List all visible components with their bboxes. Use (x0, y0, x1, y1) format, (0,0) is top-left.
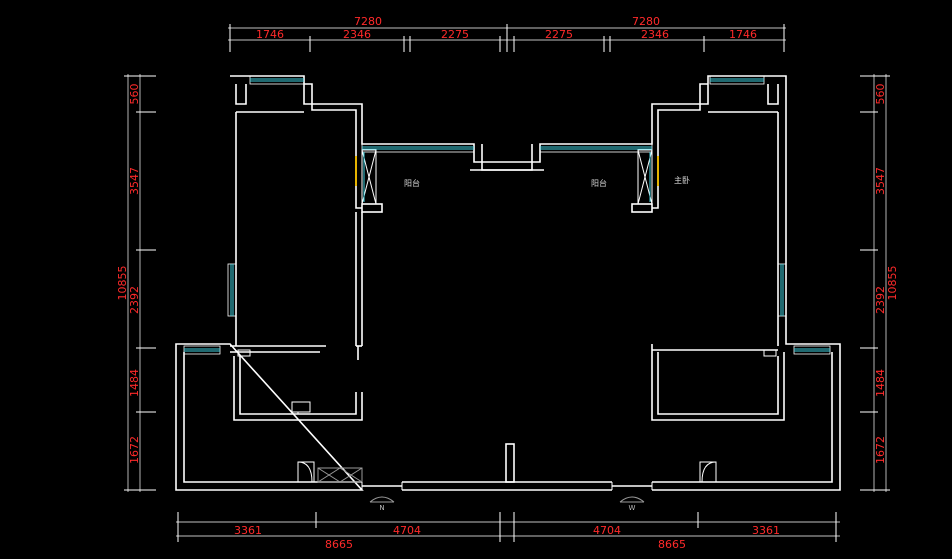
right-segment-2: 3547 (874, 167, 887, 195)
bottom-left-cabinet (317, 467, 363, 483)
top-dimension-chain: 7280 7280 1746 2346 2275 2275 2346 1746 (228, 15, 786, 52)
window-balcony-right (539, 143, 653, 153)
bottom-segment-1: 3361 (234, 524, 262, 537)
left-dimension-chain: 10855 560 3547 2392 1484 1672 (116, 74, 156, 492)
bottom-left-door (297, 461, 315, 483)
bottom-segment-4: 3361 (752, 524, 780, 537)
room-label-balcony-left: 阳台 (404, 178, 420, 188)
window-top-left (249, 75, 305, 85)
top-segment-6: 1746 (729, 28, 757, 41)
bottom-right-door (699, 461, 717, 483)
right-dimension-chain: 10855 560 3547 2392 1484 1672 (860, 74, 899, 492)
left-lower-room (230, 345, 363, 421)
center-column (505, 443, 515, 483)
top-segment-2: 2346 (343, 28, 371, 41)
right-overall: 10855 (886, 266, 899, 301)
right-segment-5: 1672 (874, 436, 887, 464)
entrance-symbol-right: W (629, 504, 636, 512)
window-top-right (709, 75, 765, 85)
top-segment-4: 2275 (545, 28, 573, 41)
left-segment-5: 1672 (128, 436, 141, 464)
right-balcony-wall (631, 149, 653, 213)
main-entrance-right (611, 482, 653, 490)
left-segment-2: 3547 (128, 167, 141, 195)
top-segment-1: 1746 (256, 28, 284, 41)
room-label-balcony-right: 阳台 (591, 178, 607, 188)
room-label-master-bedroom: 主卧 (674, 175, 690, 185)
entrance-symbol-left: N (379, 504, 384, 512)
entrance-arrow-right: W (619, 496, 645, 512)
bottom-segment-2: 4704 (393, 524, 421, 537)
bottom-segment-3: 4704 (593, 524, 621, 537)
left-segment-4: 1484 (128, 369, 141, 397)
window-balcony-left (361, 143, 475, 153)
left-balcony-wall (355, 149, 383, 346)
top-segment-5: 2346 (641, 28, 669, 41)
bottom-overall-right: 8665 (658, 538, 686, 551)
right-segment-4: 1484 (874, 369, 887, 397)
bottom-dimension-chain: 3361 4704 4704 3361 8665 8665 (176, 512, 840, 551)
top-segment-3: 2275 (441, 28, 469, 41)
left-segment-1: 560 (128, 84, 141, 105)
balcony-cabinet-tint (363, 152, 651, 202)
top-overall-right: 7280 (632, 15, 660, 28)
window-right-side (777, 263, 787, 317)
right-segment-1: 560 (874, 84, 887, 105)
bottom-overall-left: 8665 (325, 538, 353, 551)
entrance-arrow-left: N (369, 496, 395, 512)
window-left-side (227, 263, 237, 317)
right-lower-room (651, 344, 785, 421)
window-lower-right (793, 345, 831, 355)
outer-walls (175, 75, 841, 491)
top-overall-left: 7280 (354, 15, 382, 28)
window-lower-left (183, 345, 221, 355)
main-entrance-left (361, 482, 403, 490)
left-segment-3: 2392 (128, 286, 141, 314)
right-segment-3: 2392 (874, 286, 887, 314)
left-overall: 10855 (116, 266, 129, 301)
